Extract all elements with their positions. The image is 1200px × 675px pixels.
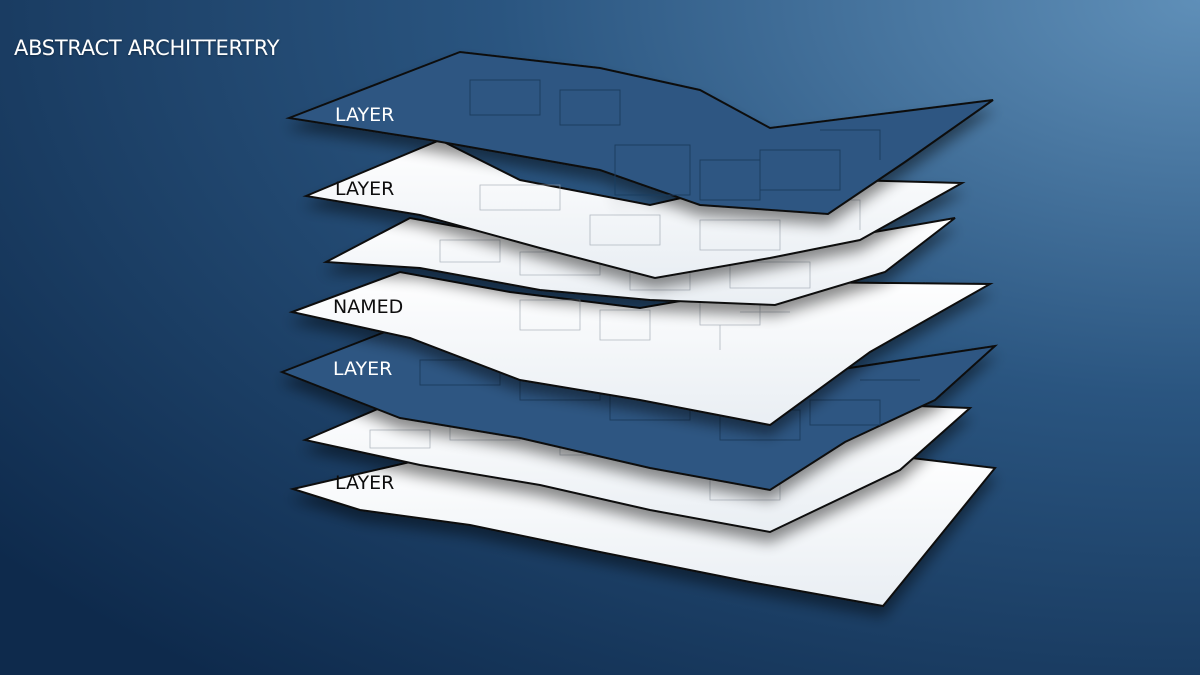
layer-sheet-4: NAMED [288, 270, 994, 427]
layer-label-1: LAYER [335, 104, 394, 126]
layer-label-4: NAMED [333, 296, 403, 318]
title-part-2: ARCHITTERTRY [127, 36, 280, 60]
layer-label-7: LAYER [335, 472, 394, 494]
layer-sheet-1: LAYER [285, 50, 994, 216]
layer-label-2: LAYER [335, 178, 394, 200]
layer-label-5: LAYER [333, 358, 392, 380]
layer-sheet-5: LAYER [279, 328, 999, 492]
title-part-1: ABSTRACT [14, 36, 122, 60]
diagram-title: ABSTRACT ARCHITTERTRY [14, 36, 280, 60]
